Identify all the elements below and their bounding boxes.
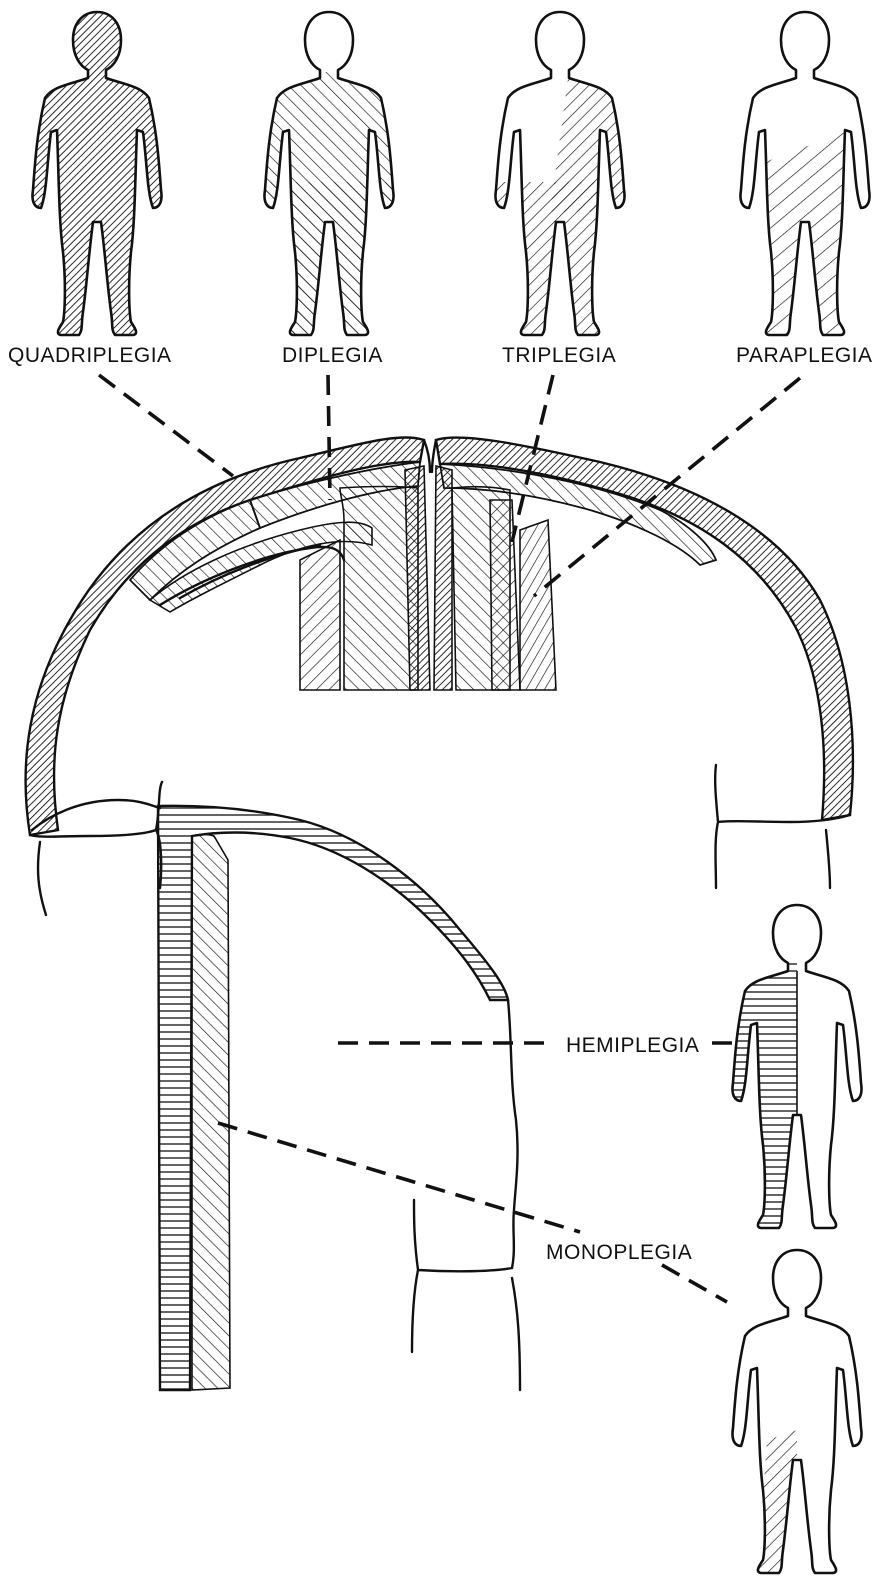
- quadriplegia-leader: [99, 375, 233, 476]
- diplegia-figure: [259, 12, 399, 342]
- hemiplegia-figure: [727, 905, 862, 1235]
- triplegia-label: TRIPLEGIA: [502, 344, 616, 367]
- diplegia-label: DIPLEGIA: [282, 344, 383, 367]
- hemiplegia-label: HEMIPLEGIA: [566, 1034, 699, 1057]
- monoplegia-label: MONOPLEGIA: [546, 1241, 692, 1264]
- monoplegia-leader-left: [218, 1123, 580, 1232]
- monoplegia-figure: [732, 1250, 861, 1580]
- coronal-brain-section: [26, 437, 853, 915]
- hemispheric-brain-section: [32, 800, 520, 1390]
- triplegia-figure: [490, 12, 630, 342]
- monoplegia-leader-right: [662, 1265, 727, 1302]
- quadriplegia-figure: [32, 12, 161, 335]
- paraplegia-figure: [740, 12, 869, 342]
- paraplegia-label: PARAPLEGIA: [736, 344, 873, 367]
- quadriplegia-label: QUADRIPLEGIA: [8, 344, 172, 367]
- diplegia-leader: [328, 375, 330, 500]
